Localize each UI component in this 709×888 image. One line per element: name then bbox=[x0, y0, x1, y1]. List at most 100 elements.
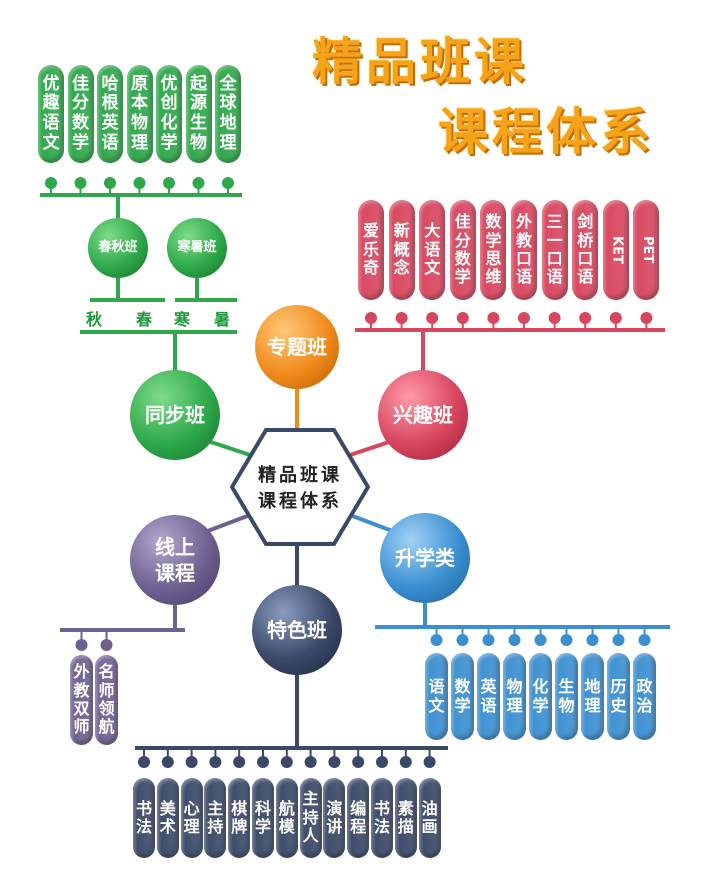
course-pill[interactable]: 主持人 bbox=[299, 778, 322, 858]
course-label: 航模 bbox=[278, 798, 295, 836]
course-label: 主持 bbox=[207, 798, 224, 836]
course-label: 大语文 bbox=[424, 221, 441, 278]
node-tongbu[interactable]: 同步班 bbox=[130, 370, 220, 460]
course-pill[interactable]: 历史 bbox=[607, 653, 630, 740]
center-hexagon bbox=[229, 428, 371, 546]
course-label: 佳分数学 bbox=[72, 73, 89, 153]
course-label: 优趣语文 bbox=[42, 73, 60, 153]
center-line1: 精品班课 bbox=[258, 465, 342, 486]
center-line2: 课程体系 bbox=[258, 491, 342, 512]
course-label: KET bbox=[609, 236, 625, 264]
course-label: 爱乐奇 bbox=[363, 221, 380, 278]
course-label: 全球地理 bbox=[219, 73, 237, 153]
course-pill[interactable]: 名师领航 bbox=[95, 655, 118, 745]
course-pill[interactable]: 大语文 bbox=[419, 200, 446, 300]
course-pill[interactable]: 书法 bbox=[133, 778, 155, 858]
course-pill[interactable]: 三一口语 bbox=[541, 200, 568, 300]
title-line2: 课程体系 bbox=[438, 103, 654, 161]
course-label: 编程 bbox=[350, 798, 367, 836]
course-pill[interactable]: 优创化学 bbox=[156, 65, 182, 163]
course-label: 心理 bbox=[183, 798, 200, 836]
course-label: 油画 bbox=[421, 798, 438, 836]
course-label: 美术 bbox=[159, 798, 176, 836]
node-xianshang[interactable]: 线上课程 bbox=[130, 515, 220, 605]
course-label: 书法 bbox=[374, 798, 391, 836]
course-label: 书法 bbox=[136, 798, 153, 836]
node-shengxue[interactable]: 升学类 bbox=[380, 513, 470, 603]
course-pill[interactable]: 数学 bbox=[451, 653, 474, 740]
course-label: 历史 bbox=[610, 677, 627, 715]
season-chun: 春 bbox=[136, 310, 153, 329]
course-label: 哈根英语 bbox=[101, 73, 119, 153]
node-zhuanti[interactable]: 专题班 bbox=[255, 305, 339, 389]
course-label: 主持人 bbox=[302, 789, 319, 846]
course-label: 政治 bbox=[636, 677, 653, 715]
course-pill[interactable]: 原本物理 bbox=[126, 65, 153, 163]
course-label: 起源生物 bbox=[190, 73, 207, 153]
course-pill[interactable]: 素描 bbox=[394, 778, 417, 858]
course-pill[interactable]: 新概念 bbox=[388, 200, 415, 300]
course-label: 生物 bbox=[558, 677, 575, 715]
course-label: 数学 bbox=[454, 677, 471, 715]
course-label: 语文 bbox=[428, 677, 445, 715]
season-han: 寒 bbox=[174, 310, 191, 329]
course-label: 数学思维 bbox=[485, 212, 502, 287]
course-pill[interactable]: 数学思维 bbox=[480, 200, 507, 300]
course-label: PET bbox=[639, 236, 655, 264]
course-label: 外教口语 bbox=[516, 212, 533, 287]
course-label: 三一口语 bbox=[546, 212, 563, 287]
course-pill[interactable]: 生物 bbox=[555, 653, 578, 740]
course-label: 地理 bbox=[584, 677, 601, 715]
course-pill[interactable]: 佳分数学 bbox=[449, 200, 476, 300]
course-label: 名师领航 bbox=[98, 662, 115, 737]
course-pill[interactable]: 爱乐奇 bbox=[358, 200, 384, 300]
course-pill[interactable]: 语文 bbox=[425, 653, 448, 740]
course-pill[interactable]: 美术 bbox=[156, 778, 179, 858]
node-hanshu[interactable]: 寒暑班 bbox=[167, 218, 227, 278]
course-pill[interactable]: 外教口语 bbox=[511, 200, 537, 300]
course-label: 原本物理 bbox=[131, 73, 148, 153]
course-label: 外教双师 bbox=[73, 662, 90, 737]
course-pill[interactable]: 外教双师 bbox=[70, 655, 93, 745]
course-label: 化学 bbox=[532, 677, 549, 715]
node-xingqu[interactable]: 兴趣班 bbox=[378, 370, 468, 460]
course-label: 优创化学 bbox=[160, 73, 178, 153]
course-pill[interactable]: 航模 bbox=[275, 778, 298, 858]
node-chunqiu[interactable]: 春秋班 bbox=[88, 218, 148, 278]
course-label: 剑桥口语 bbox=[577, 212, 594, 287]
title-line1: 精品班课 bbox=[312, 33, 528, 91]
node-tese[interactable]: 特色班 bbox=[252, 585, 342, 675]
season-qiu: 秋 bbox=[86, 310, 103, 329]
course-pill[interactable]: 全球地理 bbox=[215, 65, 241, 163]
course-label: 棋牌 bbox=[231, 798, 248, 836]
course-pill[interactable]: 棋牌 bbox=[228, 778, 251, 858]
course-pill[interactable]: 政治 bbox=[633, 653, 656, 740]
course-pill[interactable]: 起源生物 bbox=[185, 65, 212, 163]
course-pill[interactable]: 心理 bbox=[180, 778, 203, 858]
course-pill[interactable]: 演讲 bbox=[323, 778, 346, 858]
course-pill[interactable]: KET bbox=[602, 200, 629, 300]
course-pill[interactable]: 书法 bbox=[371, 778, 393, 858]
course-label: 素描 bbox=[397, 798, 414, 836]
course-label: 科学 bbox=[255, 798, 272, 836]
course-pill[interactable]: 剑桥口语 bbox=[572, 200, 599, 300]
course-pill[interactable]: 佳分数学 bbox=[67, 65, 94, 163]
course-pill[interactable]: 化学 bbox=[529, 653, 552, 740]
course-pill[interactable]: PET bbox=[633, 200, 660, 300]
course-pill[interactable]: 地理 bbox=[581, 653, 604, 740]
course-pill[interactable]: 英语 bbox=[477, 653, 500, 740]
course-label: 物理 bbox=[506, 677, 523, 715]
course-pill[interactable]: 物理 bbox=[503, 653, 526, 740]
course-pill[interactable]: 编程 bbox=[347, 778, 370, 858]
course-pill[interactable]: 科学 bbox=[252, 778, 274, 858]
course-label: 佳分数学 bbox=[454, 212, 471, 287]
course-pill[interactable]: 优趣语文 bbox=[38, 65, 64, 163]
course-label: 演讲 bbox=[326, 798, 343, 836]
season-shu: 暑 bbox=[214, 310, 231, 329]
course-label: 英语 bbox=[480, 677, 497, 715]
course-pill[interactable]: 主持 bbox=[204, 778, 227, 858]
course-pill[interactable]: 哈根英语 bbox=[97, 65, 123, 163]
center-label: 精品班课 课程体系 bbox=[232, 428, 368, 546]
course-pill[interactable]: 油画 bbox=[418, 778, 441, 858]
